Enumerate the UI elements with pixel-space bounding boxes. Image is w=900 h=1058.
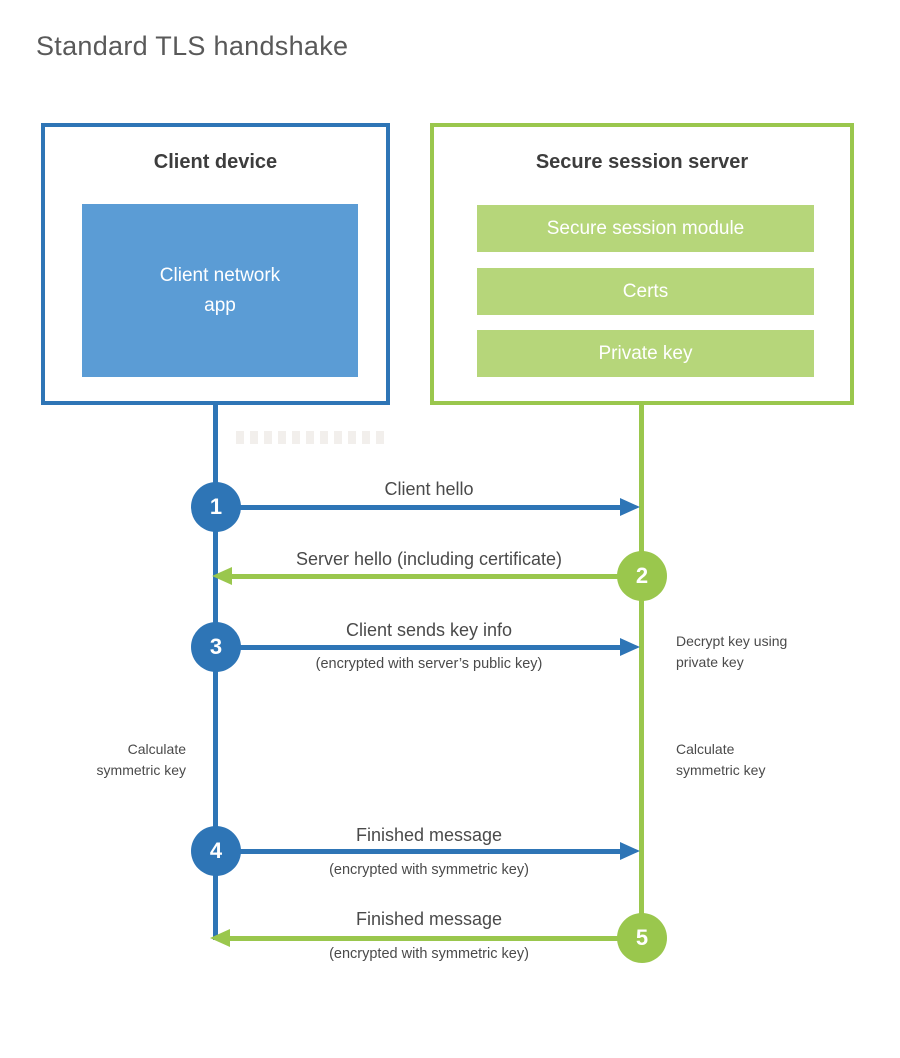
calculate-symmetric-key-note-server: Calculate symmetric key [676,741,766,778]
arrow-shaft [228,935,618,941]
server-lifeline [639,403,644,940]
step-4-label: Finished message [355,825,503,845]
step-4-arrow [240,842,640,860]
client-device-title: Client device [153,151,278,173]
step-2-arrow [212,567,618,585]
arrow-head-right-icon [620,842,640,860]
step-4-badge: 4 [191,826,241,876]
page-title: Standard TLS handshake [36,31,349,61]
step-1-arrow [240,498,640,516]
step-3-arrow [240,638,640,656]
step-3-badge: 3 [191,622,241,672]
arrow-shaft [240,504,622,510]
arrow-head-left-icon [212,567,232,585]
step-2-badge: 2 [617,551,667,601]
secure-session-server-box: Secure session server Secure session mod… [430,123,854,405]
server-module-bar: Secure session module [477,205,814,252]
server-module-bar: Certs [477,268,814,315]
faint-dashed-line [236,431,388,444]
step-2-label: Server hello (including certificate) [295,549,563,569]
client-network-app-label: Client network app [159,264,281,316]
step-5-sublabel: (encrypted with symmetric key) [329,946,529,962]
client-device-box: Client device Client network app [41,123,390,405]
arrow-shaft [240,644,622,650]
decrypt-key-note: Decrypt key using private key [676,633,788,670]
secure-session-server-title: Secure session server [535,151,749,173]
client-network-app-box: Client network app [82,204,358,377]
arrow-shaft [230,573,618,579]
step-3-label: Client sends key info [345,620,513,640]
arrow-head-right-icon [620,638,640,656]
arrow-head-right-icon [620,498,640,516]
arrow-shaft [240,848,622,854]
step-4-sublabel: (encrypted with symmetric key) [329,862,529,878]
step-5-badge: 5 [617,913,667,963]
calculate-symmetric-key-note-client: Calculate symmetric key [96,741,186,778]
step-1-badge: 1 [191,482,241,532]
step-5-arrow [210,929,618,947]
arrow-head-left-icon [210,929,230,947]
server-module-bar: Private key [477,330,814,377]
step-3-sublabel: (encrypted with server’s public key) [315,656,543,672]
step-1-label: Client hello [384,479,474,499]
step-5-label: Finished message [355,909,503,929]
